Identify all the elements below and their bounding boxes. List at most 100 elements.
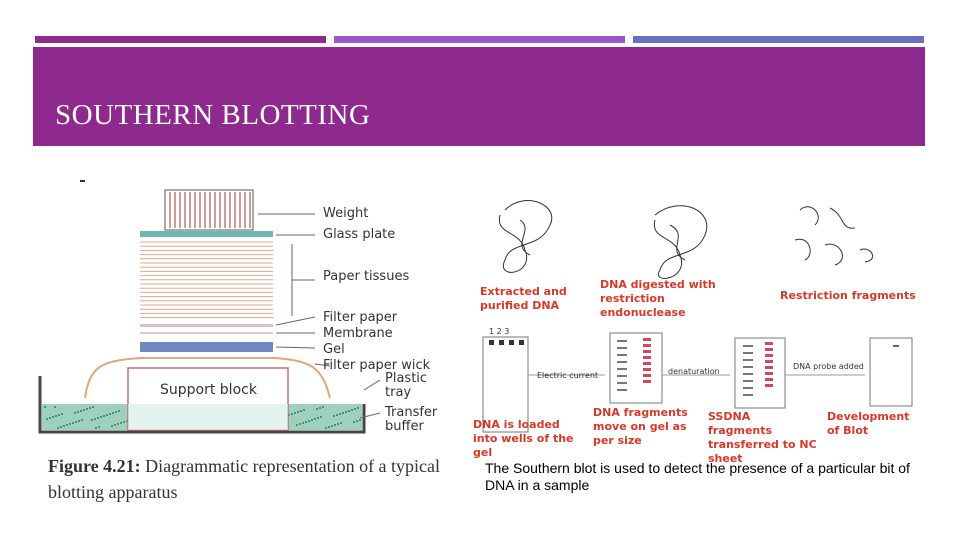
sheet-band xyxy=(765,384,773,387)
buffer-dot xyxy=(319,407,321,409)
buffer-dot xyxy=(322,406,324,408)
buffer-dot xyxy=(111,425,113,427)
buffer-dot xyxy=(120,422,122,424)
buffer-dot xyxy=(342,412,344,414)
weight-stripes xyxy=(169,192,251,228)
buffer-dot xyxy=(81,419,83,421)
buffer-dot xyxy=(308,420,310,422)
gel-band xyxy=(643,374,651,377)
label-membrane: Membrane xyxy=(323,326,393,341)
buffer-dot xyxy=(348,410,350,412)
buffer-dot xyxy=(114,424,116,426)
figure-caption-prefix: Figure 4.21: xyxy=(48,456,141,476)
buffer-texture xyxy=(44,406,361,429)
caption-loaded: DNA is loaded into wells of the gel xyxy=(473,418,574,459)
label-support-block: Support block xyxy=(160,382,257,398)
buffer-dot xyxy=(305,421,307,423)
southern-blot-note: The Southern blot is used to detect the … xyxy=(485,460,910,493)
buffer-dot xyxy=(118,410,120,412)
sheet-band xyxy=(743,345,753,347)
buffer-dot xyxy=(325,427,327,429)
gel-band xyxy=(643,368,651,371)
buffer-dot xyxy=(345,411,347,413)
gel-band xyxy=(617,382,627,384)
sheet-band xyxy=(743,359,753,361)
caption-ssdna: SSDNA fragments transferred to NC sheet xyxy=(708,410,817,465)
dna-tangle-2 xyxy=(653,205,708,279)
accent-bar-3 xyxy=(633,36,924,43)
buffer-dot xyxy=(351,409,353,411)
gel-band xyxy=(643,350,651,353)
buffer-dot xyxy=(75,421,77,423)
sheet-band xyxy=(743,380,753,382)
buffer-dot xyxy=(109,413,111,415)
buffer-dot xyxy=(106,414,108,416)
glass-plate xyxy=(140,231,273,237)
buffer-dot xyxy=(55,415,57,417)
gel-band xyxy=(617,361,627,363)
buffer-dot xyxy=(336,414,338,416)
nc-sheet xyxy=(734,337,786,409)
southern-blot-steps-figure: Extracted and purified DNA DNA digested … xyxy=(465,190,935,500)
buffer-dot xyxy=(334,424,336,426)
gel-bands xyxy=(617,338,651,391)
buffer-dot xyxy=(58,414,60,416)
buffer-dot xyxy=(123,421,125,423)
buffer-dot xyxy=(354,408,356,410)
filter-paper-wick xyxy=(84,357,331,399)
buffer-dot xyxy=(46,418,48,420)
gel-layer xyxy=(140,342,273,352)
blot-band xyxy=(893,345,899,347)
plastic-tray xyxy=(38,376,366,434)
sheet-band xyxy=(765,372,773,375)
developed-blot xyxy=(869,337,913,407)
buffer-dot xyxy=(52,416,54,418)
buffer-dot xyxy=(77,411,79,413)
gel-band xyxy=(617,375,627,377)
buffer-dot xyxy=(97,417,99,419)
buffer-dot xyxy=(94,418,96,420)
buffer-dot xyxy=(80,410,82,412)
buffer-dot xyxy=(356,420,358,422)
gel-band xyxy=(643,380,651,383)
sheet-band xyxy=(765,366,773,369)
dna-tangle-1 xyxy=(498,200,553,273)
buffer-dot xyxy=(66,424,68,426)
buffer-dot xyxy=(60,426,62,428)
figure-caption-text: Diagrammatic representation of a typical… xyxy=(48,456,441,502)
buffer-dot xyxy=(294,412,296,414)
sheet-band xyxy=(765,360,773,363)
buffer-dot xyxy=(74,412,76,414)
buffer-dot xyxy=(92,406,94,408)
figure-caption: Figure 4.21: Diagrammatic representation… xyxy=(48,453,448,505)
caption-fragments: Restriction fragments xyxy=(780,289,916,302)
gel-band xyxy=(643,362,651,365)
gel-band xyxy=(617,340,627,342)
buffer-dot xyxy=(115,411,117,413)
sheet-band xyxy=(765,342,773,345)
sheet-band xyxy=(765,378,773,381)
caption-extracted: Extracted and purified DNA xyxy=(480,285,567,312)
electric-current-label: Electric current xyxy=(537,371,599,380)
buffer-dot xyxy=(339,413,341,415)
buffer-dot xyxy=(126,420,128,422)
buffer-dot xyxy=(91,419,93,421)
accent-bar-1 xyxy=(35,36,326,43)
sheet-bands xyxy=(743,342,773,396)
buffer-dot xyxy=(83,409,85,411)
blotting-apparatus-figure: Weight Glass plate Paper tissues Filter … xyxy=(30,168,450,508)
dna-fragments xyxy=(794,206,874,266)
buffer-dot xyxy=(86,408,88,410)
sheet-band xyxy=(765,348,773,351)
gel-band xyxy=(643,344,651,347)
buffer-dot xyxy=(300,410,302,412)
gel-with-wells xyxy=(482,336,529,433)
buffer-dot xyxy=(311,419,313,421)
caption-move: DNA fragments move on gel as per size xyxy=(593,406,688,447)
label-filter-paper: Filter paper xyxy=(323,310,398,325)
sheet-band xyxy=(743,366,753,368)
gel-band xyxy=(617,368,627,370)
gel-band xyxy=(617,389,627,391)
buffer-dot xyxy=(103,415,105,417)
buffer-dot xyxy=(331,425,333,427)
